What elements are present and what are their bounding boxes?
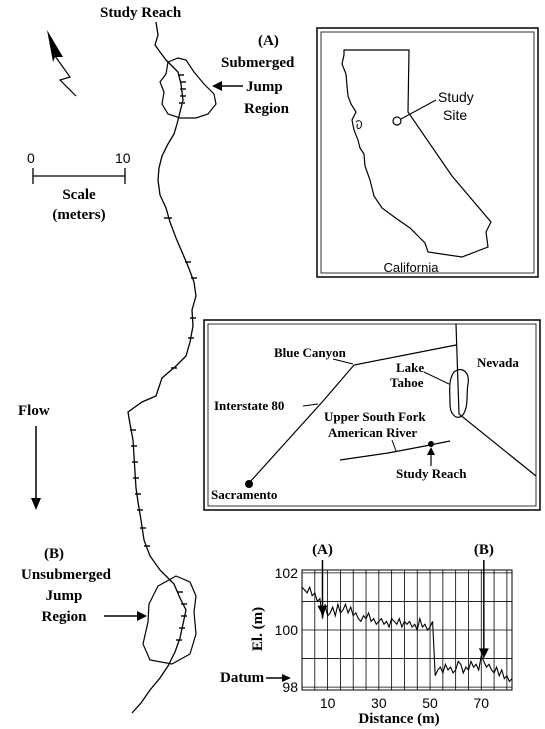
lake-tahoe-label-2: Tahoe [390,375,424,390]
x-tick-label: 30 [371,695,387,711]
chart-grid [301,569,513,691]
california-outline [341,49,492,258]
datum-label: Datum [220,670,265,686]
chart-ticks: 10 30 50 70 98 100 102 [275,565,490,711]
river-label-2: American River [328,425,417,440]
y-tick-label: 102 [275,565,299,581]
california-frame [316,27,539,278]
submerged-label-1: Submerged [221,55,295,71]
chart-annotation-label: (B) [474,542,494,558]
unsubmerged-label-3: Region [42,609,88,625]
x-axis-label: Distance (m) [358,711,439,727]
sacramento-marker [245,480,253,488]
study-reach-title: Study Reach [100,5,182,21]
state-boundary [455,323,537,477]
study-site-marker [392,116,402,126]
y-tick-label: 100 [275,622,299,638]
x-tick-label: 50 [422,695,438,711]
x-tick-label: 10 [320,695,336,711]
inset-study-reach-label: Study Reach [396,466,467,481]
study-site-label-2: Site [443,107,467,123]
flow-arrow [31,426,41,510]
channel-centerline [127,21,197,714]
scale-max: 10 [115,150,131,166]
chart-annotation-label: (A) [312,542,333,558]
study-reach-marker [428,441,434,447]
submerged-jump-outline [159,57,217,119]
chart-annotation-arrowhead [478,648,489,659]
river-label-1: Upper South Fork [324,409,426,424]
y-axis-label: El. (m) [250,607,266,651]
survey-points [130,74,197,641]
unsubmerged-label-1: Unsubmerged [21,567,112,583]
north-arrow-icon [47,30,77,97]
lake-tahoe-outline [449,369,469,418]
california-inset: Study Site California [316,27,539,278]
blue-canyon-label: Blue Canyon [274,345,347,360]
lake-tahoe-label-1: Lake [396,360,424,375]
submerged-pointer-arrow [212,81,243,91]
elevation-profile-line [301,585,513,683]
unsubmerged-label-2: Jump [46,588,83,604]
chart-annotation-arrowhead [317,605,328,616]
unsubmerged-jump-outline [142,575,197,665]
region-frame [203,319,541,511]
y-tick-label: 98 [282,679,298,695]
datum-arrow [266,674,291,682]
study-site-label-1: Study [438,89,474,105]
unsubmerged-pointer-arrow [104,611,147,621]
scale-title: Scale [62,187,96,203]
interstate-80-label: Interstate 80 [214,398,284,413]
study-reach-plan: Study Reach (A) Submerged [18,5,295,714]
panel-b-label: (B) [44,546,64,562]
american-river [339,440,451,461]
nevada-label: Nevada [477,355,519,370]
inset-study-reach-arrow [427,447,435,466]
flow-label: Flow [18,403,50,419]
chart-annotations: (A) (B) [312,542,494,659]
elevation-profile-chart: 10 30 50 70 98 100 102 (A) (B) El. (m) Distance… [220,542,513,727]
scale-min: 0 [27,150,35,166]
panel-a-label: (A) [258,33,279,49]
california-caption: California [384,260,440,275]
x-tick-label: 70 [473,695,489,711]
interstate-80-route [248,344,457,484]
submerged-label-3: Region [244,101,290,117]
submerged-label-2: Jump [246,79,283,95]
scale-units: (meters) [52,207,105,223]
region-inset: Blue Canyon Lake Tahoe Nevada Interstate… [203,319,541,511]
scale-bar: 0 10 Scale (meters) [27,150,131,223]
sacramento-label: Sacramento [211,487,277,502]
